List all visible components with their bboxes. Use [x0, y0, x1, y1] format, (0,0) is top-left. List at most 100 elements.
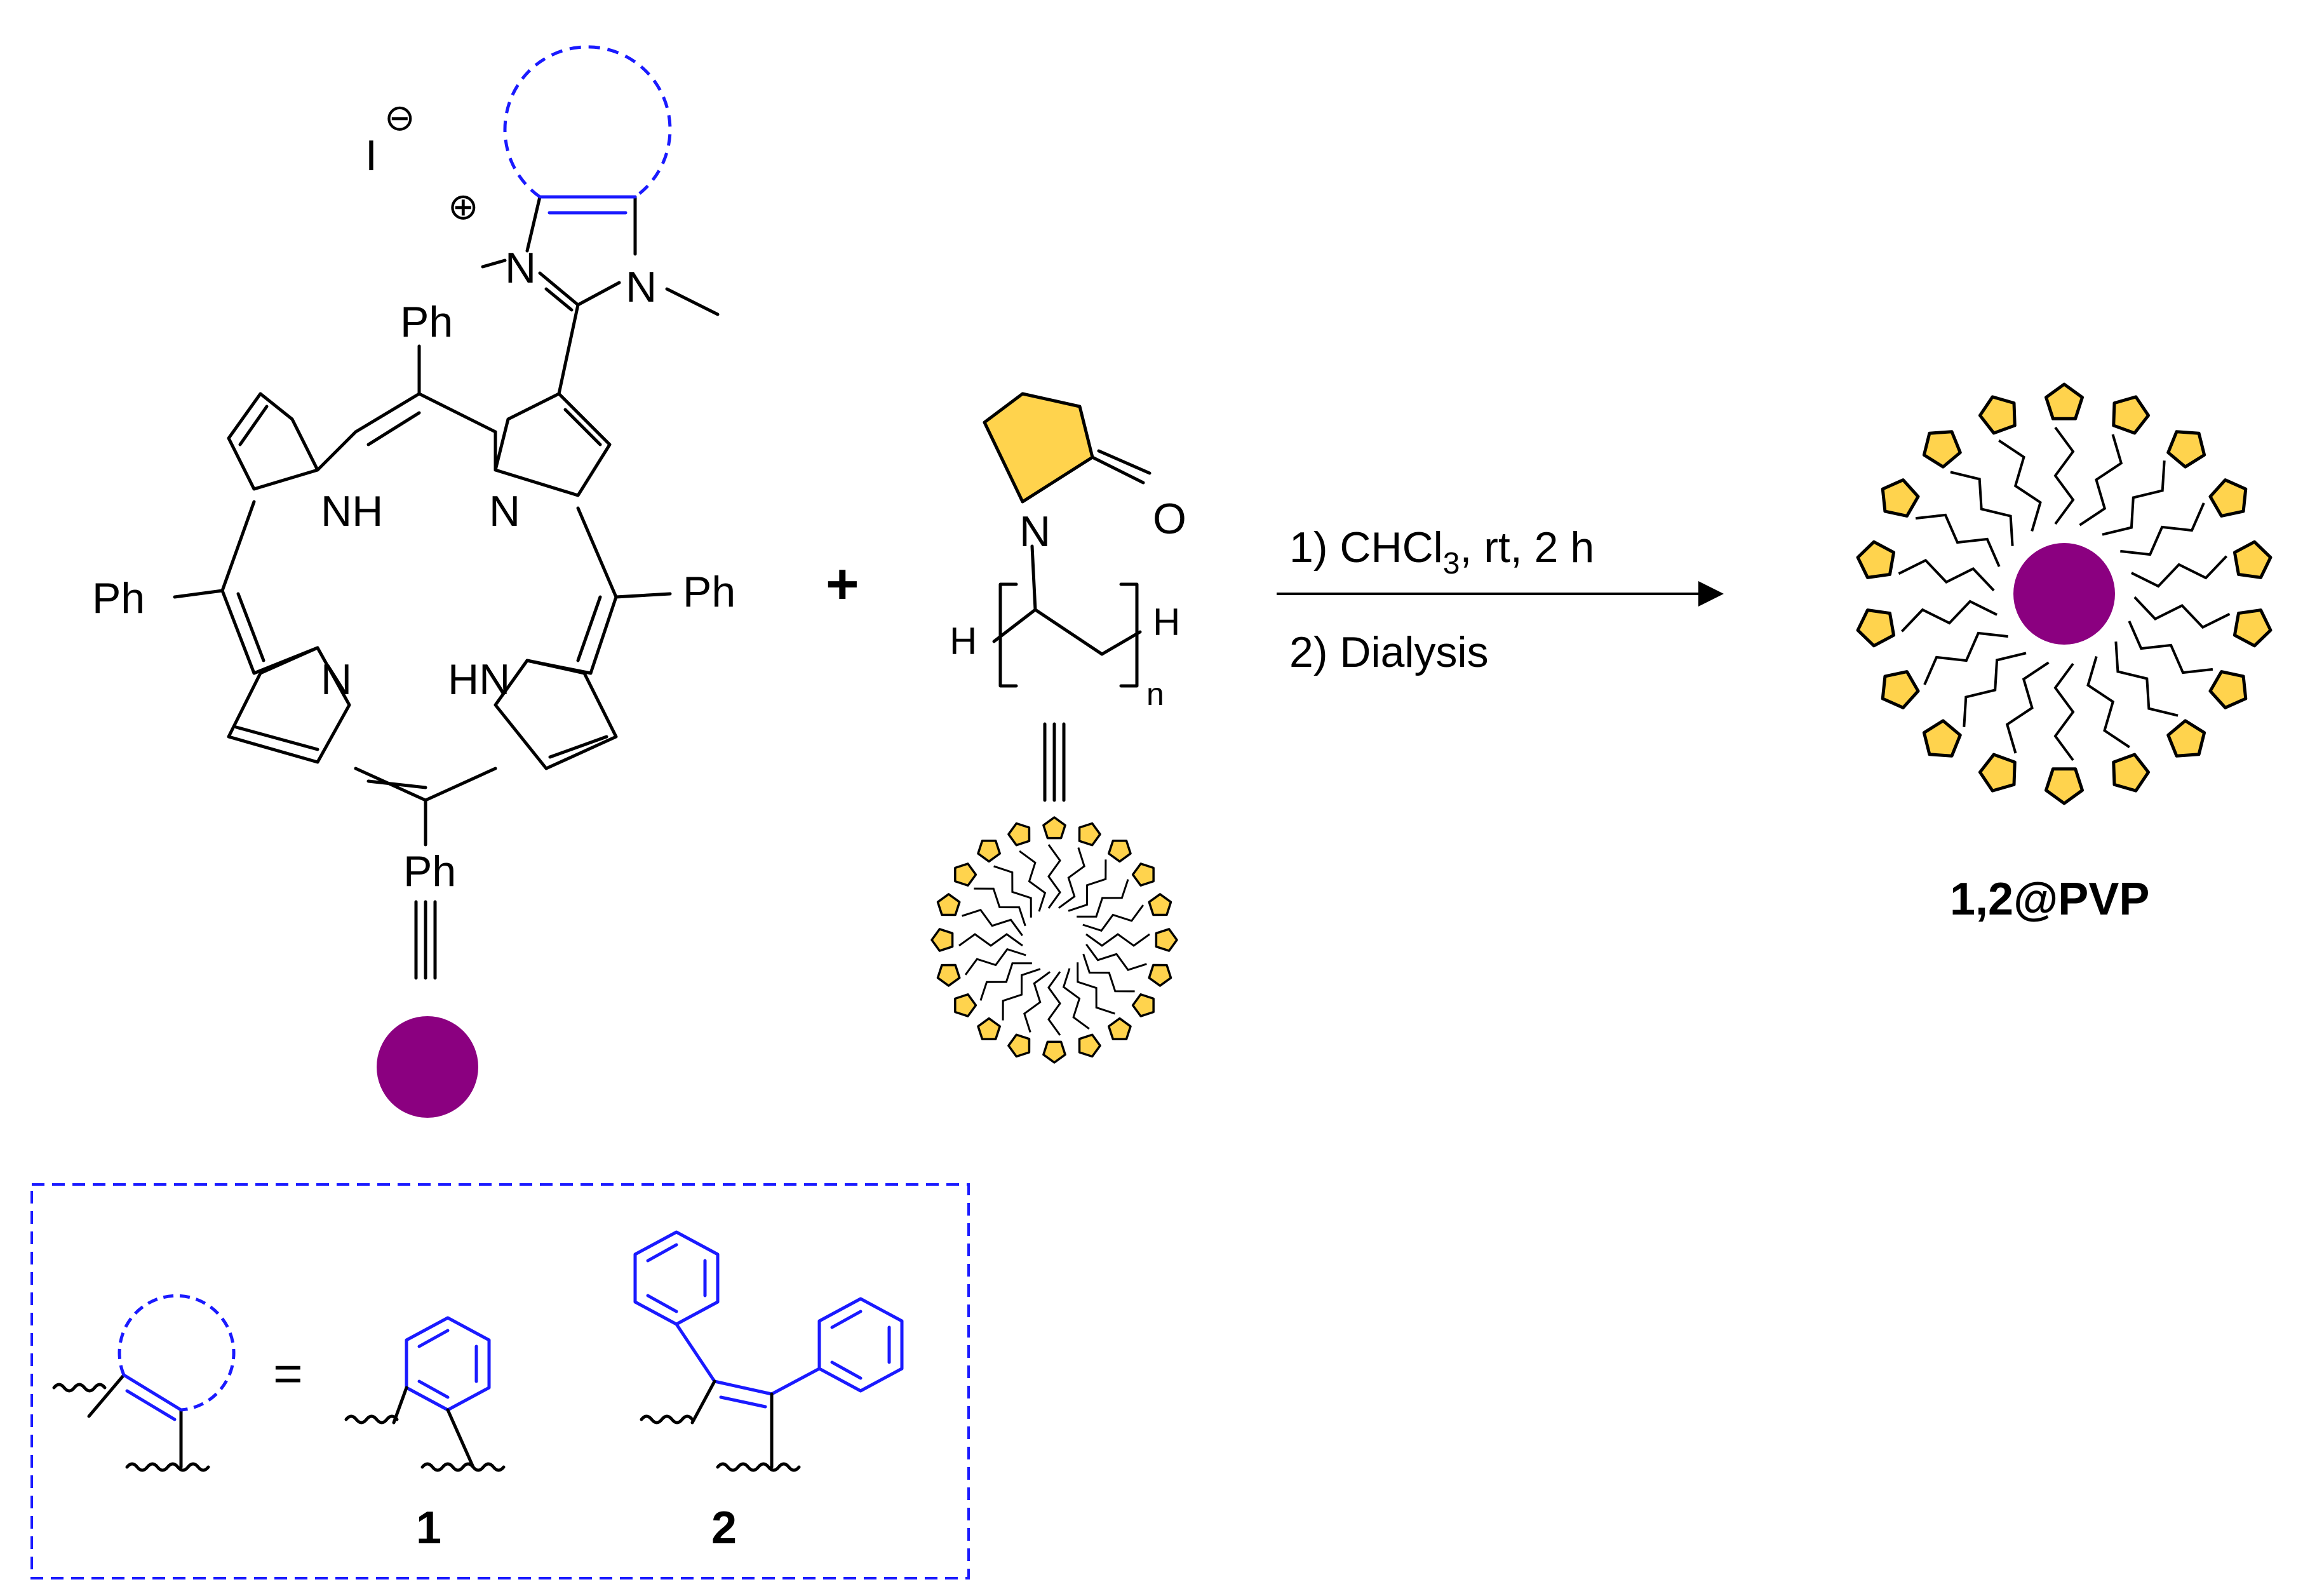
pvp-n-atom: N	[1019, 507, 1051, 556]
micelle-tail	[1023, 971, 1051, 1033]
pvp-micelle-small	[930, 816, 1178, 1064]
micelle-tail	[979, 962, 1032, 1001]
pyrrole-n-lower: N	[321, 655, 352, 704]
micelle-tail	[2053, 426, 2075, 525]
pyrrolidone-head-icon	[1104, 833, 1137, 866]
pyrrolidone-head-icon	[2207, 473, 2255, 522]
micelle-tail	[974, 887, 1026, 927]
pyrrolidone-head-icon	[2234, 540, 2274, 582]
pyrrolidone-head-icon	[1975, 391, 2021, 436]
micelle-tail	[1085, 944, 1147, 971]
product-label: 1,2@PVP	[1950, 874, 2149, 925]
pyrrolidone-head-icon	[1975, 752, 2021, 797]
legend-compound-2-structure	[633, 1230, 904, 1472]
pvp-h-left: H	[950, 620, 977, 662]
pyrrolidone-head-icon	[2046, 384, 2083, 419]
imidazolium-n-left: N	[505, 244, 536, 292]
pyrrolidone-head-icon	[1874, 473, 1922, 522]
pyrrolidone-head-icon	[2234, 607, 2274, 648]
imidazolium-n-right: N	[626, 263, 657, 311]
micelle-tail	[2131, 555, 2228, 588]
pyrrolidone-head-icon	[1005, 1032, 1035, 1061]
product-core-dot	[2013, 543, 2115, 645]
phenyl-right-label: Ph	[683, 568, 735, 616]
micelle-tail	[1085, 933, 1150, 947]
micelle-tail	[1068, 859, 1107, 912]
pyrrolidone-head-icon	[1874, 666, 1922, 714]
pvp-h-right: H	[1153, 601, 1180, 643]
micelle-tail	[1082, 904, 1145, 932]
micelle-tail	[2053, 662, 2075, 761]
micelle-tail	[1898, 558, 1995, 592]
pvp-structure	[983, 392, 1152, 802]
micelle-tail	[1963, 652, 2027, 727]
pyrrolidone-head-icon	[1155, 928, 1178, 952]
micelle-tail	[2086, 656, 2130, 749]
legend-compound-2-label: 2	[711, 1503, 737, 1553]
micelle-tail	[1019, 850, 1047, 912]
pyrrolidone-head-icon	[1129, 857, 1161, 890]
pyrrolidone-head-icon	[948, 857, 980, 890]
pyrrolidone-head-icon	[1074, 819, 1104, 848]
pyrrole-hn-lower: HN	[448, 655, 510, 704]
plus-sign: +	[826, 553, 859, 616]
pyrrolidone-head-icon	[1074, 1032, 1104, 1061]
product-micelle	[1855, 384, 2274, 803]
pyrrolidone-head-icon	[1855, 607, 1895, 648]
porphyrin-nanoparticle-dot	[377, 1016, 478, 1118]
micelle-tail	[1900, 600, 1997, 633]
pyrrolidone-head-icon	[1042, 1040, 1066, 1064]
phenyl-bottom-label: Ph	[403, 847, 456, 895]
pyrrolidone-head-icon	[972, 1014, 1005, 1047]
micelle-tail	[1082, 953, 1135, 993]
porphyrin-equivalence-symbol	[414, 900, 437, 980]
pyrrolidone-head-icon	[2207, 666, 2255, 714]
micelle-tail	[2133, 596, 2231, 629]
micelle-tail	[1058, 847, 1085, 909]
micelle-tail	[1915, 513, 2001, 567]
pvp-o-atom: O	[1153, 495, 1186, 543]
micelle-tail	[1002, 968, 1041, 1021]
pyrrolidone-head-icon	[1042, 816, 1066, 840]
micelle-tail	[1062, 968, 1090, 1030]
micelle-tail	[1047, 844, 1061, 909]
pyrrolidone-head-icon	[1129, 989, 1161, 1023]
micelle-tail	[1998, 439, 2042, 532]
pyrrolidone-head-icon	[2107, 752, 2153, 797]
micelle-tail	[958, 933, 1023, 947]
micelle-tail	[2120, 502, 2205, 556]
counterion-charge: ⊖	[384, 97, 415, 138]
micelle-tail	[993, 865, 1032, 918]
pyrrole-nh-upper: NH	[321, 487, 383, 535]
reaction-step-1: 1) CHCl3, rt, 2 h	[1289, 523, 1594, 580]
pyrrolidone-head-icon	[1146, 960, 1176, 989]
pyrrolidone-head-icon	[972, 833, 1005, 866]
legend-compound-1-structure	[344, 1316, 506, 1472]
micelle-tail	[1923, 631, 2008, 685]
micelle-tail	[1077, 962, 1115, 1015]
pyrrolidone-head-icon	[2107, 391, 2153, 436]
micelle-tail	[2114, 641, 2179, 717]
micelle-tail	[2005, 661, 2050, 754]
micelle-tail	[1047, 971, 1061, 1036]
pyrrolidone-head-icon	[1005, 819, 1035, 848]
counterion-label: I	[365, 131, 377, 180]
pyrrolidone-head-icon	[948, 989, 980, 1023]
cation-charge: ⊕	[448, 186, 479, 227]
phenyl-top-label: Ph	[400, 298, 453, 346]
micelle-tail	[964, 948, 1026, 976]
phenyl-left-label: Ph	[92, 574, 145, 622]
pyrrolidone-head-icon	[2046, 769, 2083, 803]
micelle-tail	[2102, 460, 2166, 536]
legend-equals: =	[273, 1345, 303, 1402]
micelle-tail	[2128, 620, 2213, 674]
pyrrolidone-head-icon	[933, 890, 962, 920]
legend-compound-1-label: 1	[416, 1503, 441, 1553]
pyrrolidone-head-icon	[1916, 422, 1966, 471]
porphyrin-structure	[173, 45, 720, 847]
pyrrolidone-head-icon	[933, 960, 962, 989]
pyrrolidone-head-icon	[1146, 890, 1176, 920]
pyrrolidone-head-icon	[2163, 422, 2213, 471]
pyrrolidone-head-icon	[930, 928, 954, 952]
